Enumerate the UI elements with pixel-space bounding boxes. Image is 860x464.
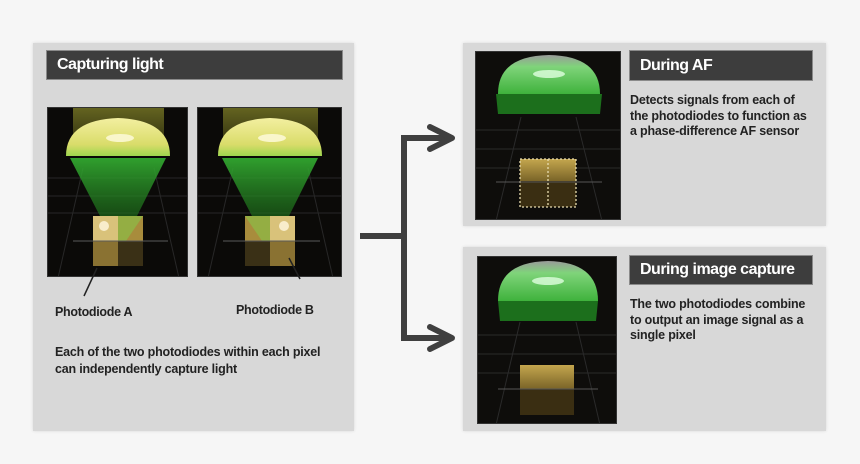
photodiode-a-label: Photodiode A (55, 305, 133, 319)
during-image-capture-description: The two photodiodes combine to output an… (630, 297, 806, 342)
branch-arrow (360, 124, 455, 352)
during-af-description: Detects signals from each of the photodi… (630, 93, 807, 138)
image-capture-illustration (477, 256, 617, 424)
capturing-light-title: Capturing light (46, 50, 343, 80)
during-af-panel: During AF Detects signals from each of t… (463, 43, 826, 226)
during-af-title: During AF (629, 50, 813, 81)
photodiode-b-label: Photodiode B (236, 303, 314, 317)
photodiode-a-illustration (47, 107, 188, 277)
during-image-capture-title: During image capture (629, 255, 813, 285)
photodiode-pointer-lines (83, 257, 301, 297)
af-illustration (475, 51, 621, 220)
capturing-light-panel: Capturing light (33, 43, 354, 431)
capturing-light-description: Each of the two photodiodes within each … (55, 345, 321, 376)
photodiode-b-illustration (197, 107, 342, 277)
during-image-capture-panel: During image capture The two photodiodes… (463, 247, 826, 431)
